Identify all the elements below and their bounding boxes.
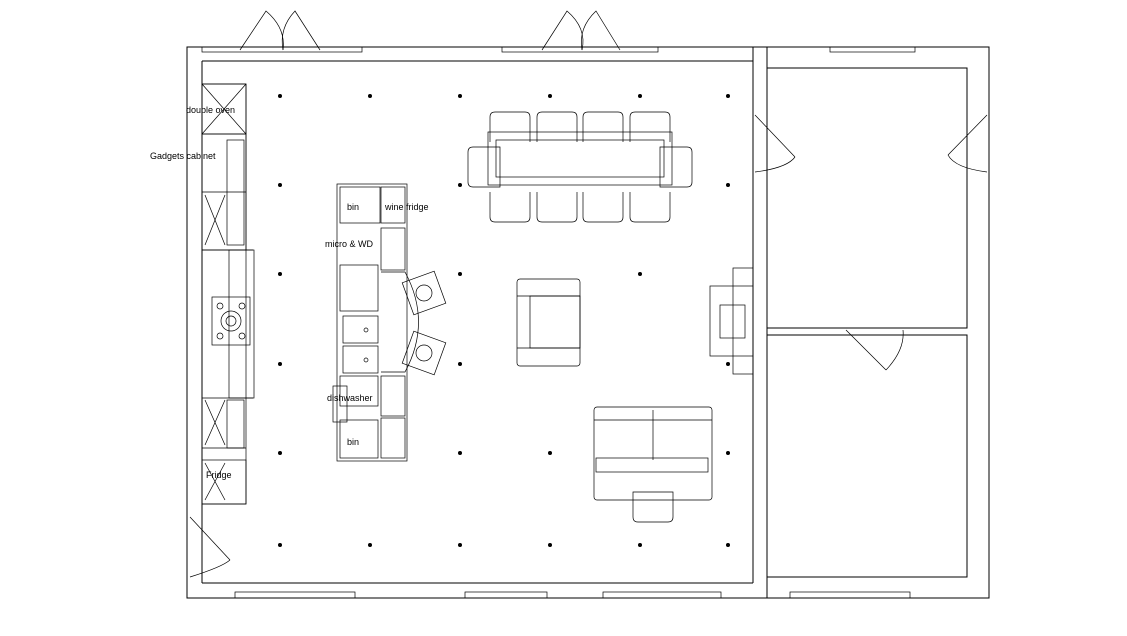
label-dishwasher: dishwasher <box>327 393 373 403</box>
label-wine-fridge: wine fridge <box>384 202 429 212</box>
door-right-room-right <box>947 114 988 173</box>
door-bottom-left <box>189 516 231 578</box>
bar-stool <box>401 330 447 376</box>
french-door-top-left <box>239 10 321 51</box>
label-micro-wd: micro & WD <box>325 239 373 249</box>
label-bin-bottom: bin <box>347 437 359 447</box>
hob-icon <box>211 296 251 346</box>
french-door-top-right <box>541 10 621 51</box>
dining-chairs-bottom <box>489 192 671 223</box>
bar-stool <box>401 270 447 316</box>
door-right-room-left <box>754 114 796 173</box>
armchair <box>516 278 581 367</box>
kitchen-island <box>332 183 419 462</box>
sofa <box>593 406 713 501</box>
label-gadgets-cabinet: Gadgets cabinet <box>150 151 216 161</box>
label-double-oven: double oven <box>186 105 235 115</box>
dining-chairs-top <box>489 111 671 142</box>
windows <box>201 46 916 599</box>
label-bin-top: bin <box>347 202 359 212</box>
dining-table <box>467 131 693 188</box>
outer-walls <box>186 46 990 599</box>
left-counter-run <box>201 83 255 505</box>
ceiling-lights <box>278 94 730 547</box>
door-bottom-room <box>845 329 904 371</box>
label-fridge: Fridge <box>206 470 232 480</box>
side-rooms <box>766 67 968 578</box>
fireplace <box>709 267 754 375</box>
sofa-side-chair <box>632 491 674 523</box>
